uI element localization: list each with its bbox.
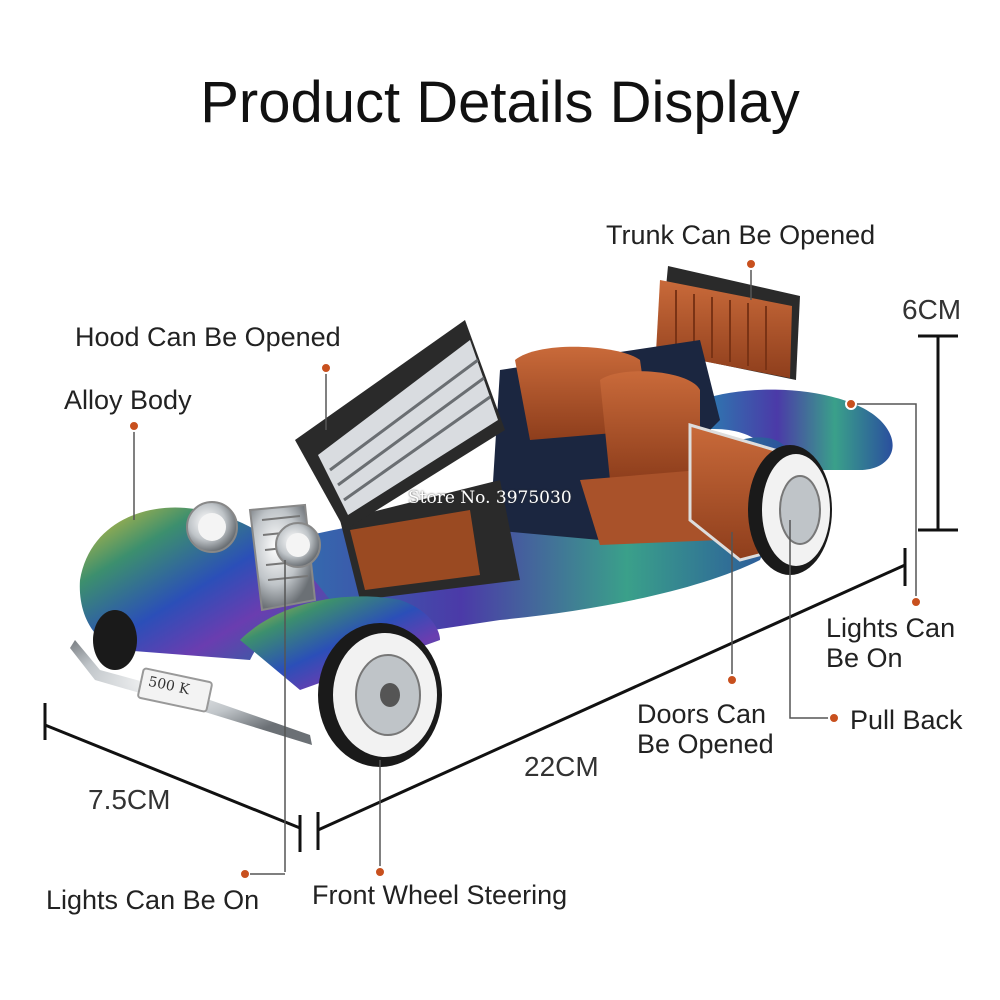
dimension-lines: [43, 334, 958, 852]
open-hood: [295, 320, 505, 530]
page-title: Product Details Display: [200, 70, 800, 135]
dimension-length: 22CM: [524, 751, 599, 782]
label-alloy-body: Alloy Body: [64, 385, 192, 415]
front-wheel: [318, 623, 442, 767]
dimension-height: 6CM: [902, 294, 962, 325]
callout-lines: [133, 264, 917, 872]
label-hood: Hood Can Be Opened: [75, 322, 341, 352]
label-doors-line2: Be Opened: [637, 729, 774, 759]
label-trunk: Trunk Can Be Opened: [606, 220, 876, 250]
dimension-width: 7.5CM: [88, 784, 171, 815]
label-lights-rear-line1: Lights Can: [826, 613, 956, 643]
label-lights-rear-line2: Be On: [826, 643, 903, 673]
label-front-wheel-steering: Front Wheel Steering: [312, 880, 568, 910]
label-pull-back: Pull Back: [850, 705, 963, 735]
label-doors-line1: Doors Can: [637, 699, 767, 729]
car-body: [70, 320, 893, 745]
label-lights-front: Lights Can Be On: [46, 885, 260, 915]
front-left-wheel: [93, 610, 137, 670]
store-watermark: Store No. 3975030: [408, 488, 572, 508]
callout-dots: [128, 258, 922, 880]
